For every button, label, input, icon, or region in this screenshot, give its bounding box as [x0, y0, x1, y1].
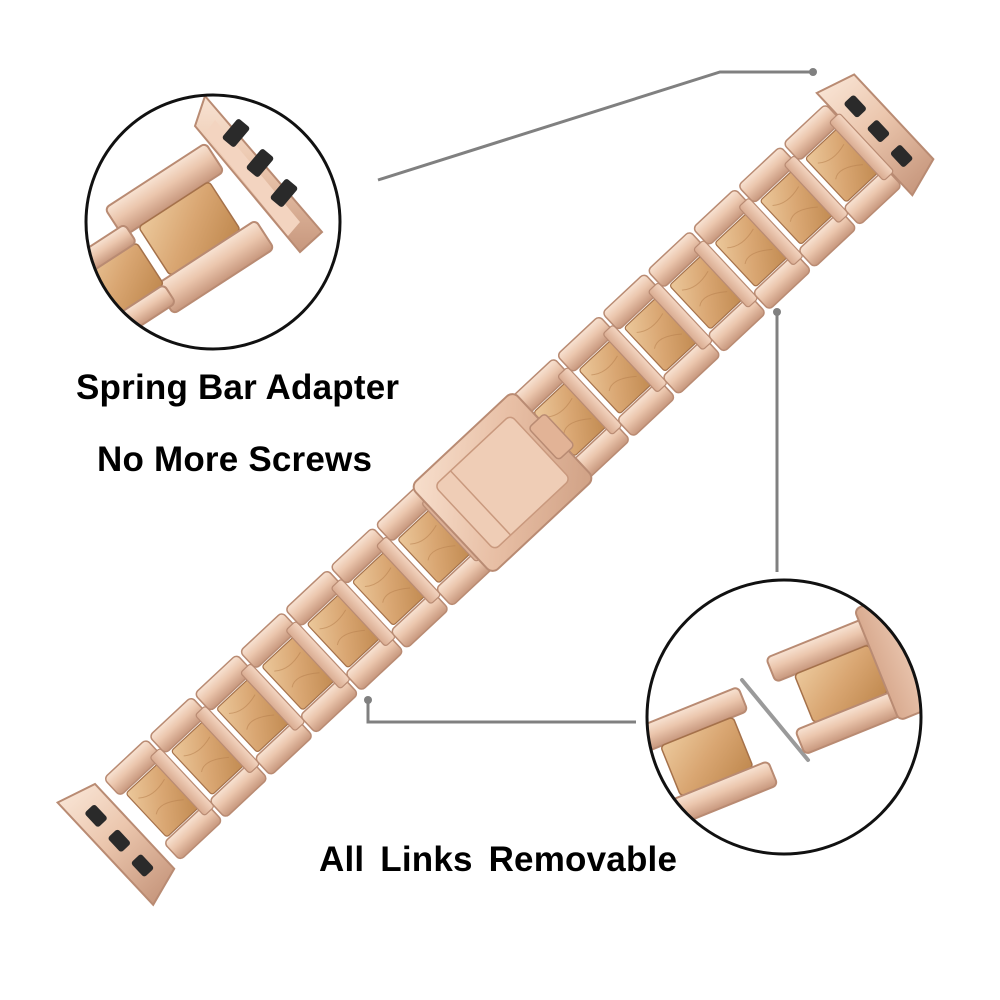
callout-connectors: [364, 68, 817, 724]
link-pin: [740, 678, 810, 762]
watch-band: [55, 73, 935, 907]
band-link: [784, 105, 901, 225]
adapter-caption-line-1: Spring Bar Adapter: [76, 368, 400, 407]
band-link: [240, 613, 358, 733]
adapter-caption-line-2: No More Screws: [97, 440, 373, 479]
band-clasp: [412, 393, 593, 572]
band-link: [331, 528, 448, 648]
links-connector-top-dot: [773, 308, 781, 316]
links-detail-border: [645, 578, 923, 856]
band-link: [603, 274, 720, 394]
band-body: [55, 73, 935, 907]
links-detail-circle: [645, 578, 923, 856]
band-link: [693, 189, 811, 309]
links-caption: All Links Removable: [319, 840, 678, 879]
band-link: [739, 147, 856, 267]
bottom-adapter-lug: [55, 782, 176, 907]
adapter-detail-border: [84, 93, 342, 351]
adapter-connector-dot: [809, 68, 817, 76]
adapter-detail-image: [86, 95, 324, 349]
band-link: [195, 655, 312, 775]
band-link: [104, 740, 222, 860]
band-link: [150, 697, 267, 817]
band-link: [557, 316, 675, 436]
links-connector-line-2: [366, 700, 636, 724]
band-link: [286, 570, 403, 690]
adapter-detail-circle: [84, 93, 342, 351]
band-link: [648, 232, 765, 352]
adapter-connector-line: [377, 70, 810, 182]
links-connector-bottom-dot: [364, 696, 372, 704]
